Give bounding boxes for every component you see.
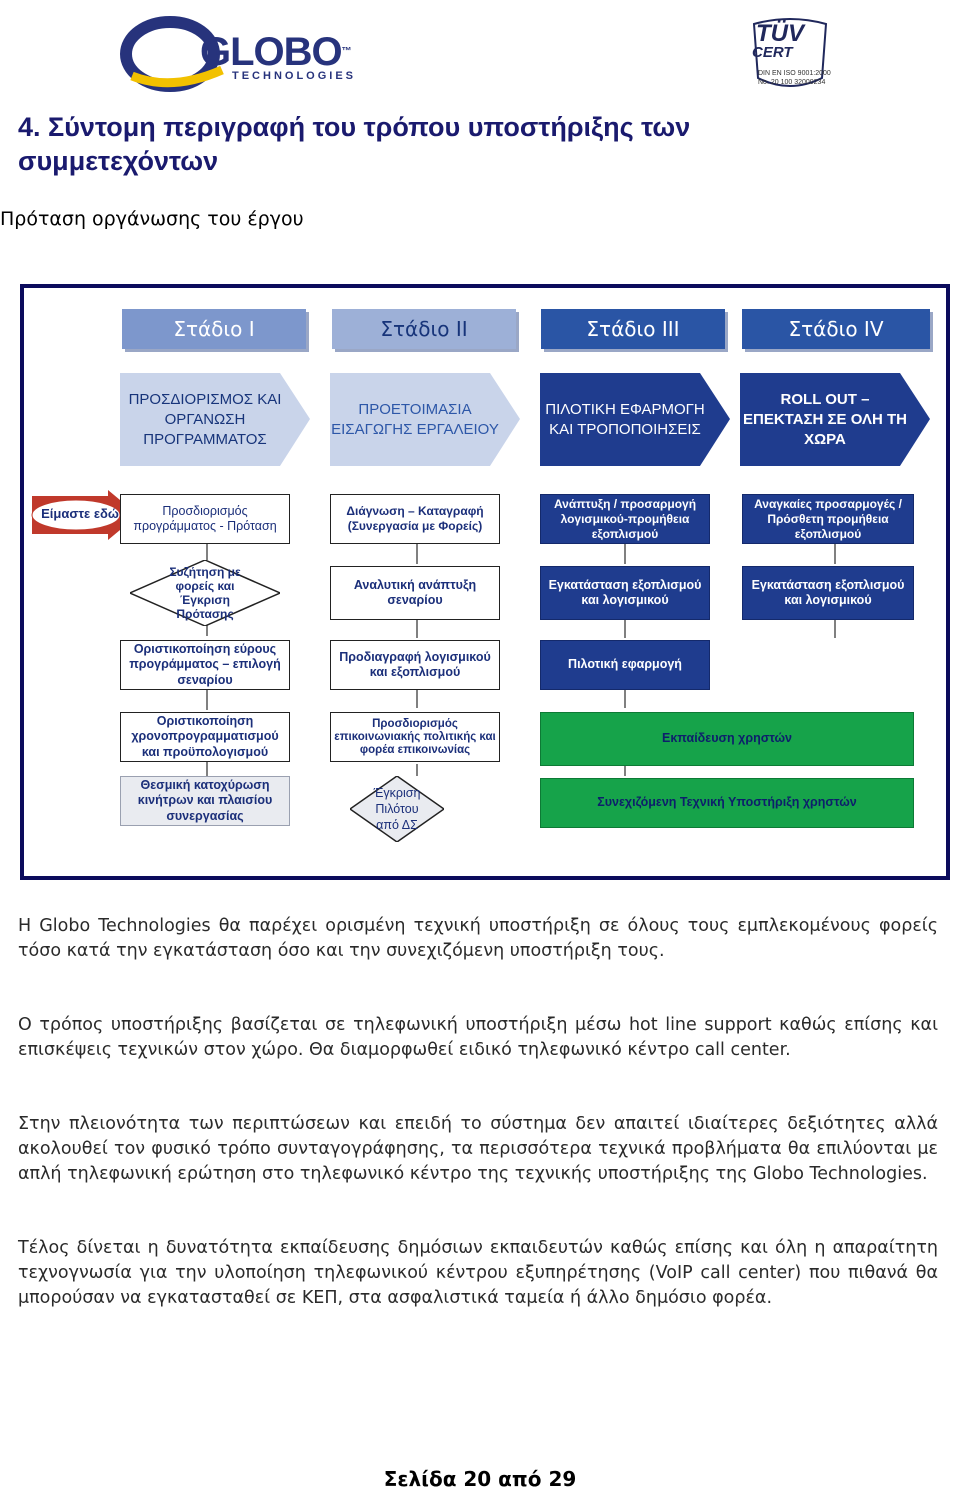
- logo-subtitle: TECHNOLOGIES: [232, 70, 357, 82]
- col4-step-1: Αναγκαίες προσαρμογές / Πρόσθετη προμήθε…: [742, 494, 914, 544]
- cert-name: CERT: [752, 44, 793, 61]
- stage-4: Στάδιο ΙV: [742, 309, 930, 349]
- logo-wordmark: GLOBO™: [200, 30, 352, 74]
- col2-step-3: Προδιαγραφή λογισμικού και εξοπλισμού: [330, 640, 500, 690]
- col2-diamond: [350, 776, 444, 842]
- stage-3: Στάδιο ΙΙΙ: [541, 309, 725, 349]
- stage-2: Στάδιο ΙΙ: [332, 309, 516, 349]
- col1-step-4: Οριστικοποίηση χρονοπρογραμματισμού και …: [120, 712, 290, 762]
- connector-lines: [206, 544, 836, 776]
- we-are-here-label: Είμαστε εδώ: [41, 506, 119, 521]
- page-number: Σελίδα 20 από 29: [383, 1467, 577, 1491]
- globo-logo: [120, 16, 224, 92]
- tuv-cert-seal: [752, 18, 828, 87]
- section-title: 4. Σύντομη περιγραφή του τρόπου υποστήρι…: [18, 112, 691, 176]
- col3-step-2: Εγκατάσταση εξοπλισμού και λογισμικού: [540, 566, 710, 620]
- col1-step-2: Συζήτηση με φορείς και Έγκριση Πρότασης: [169, 565, 241, 621]
- col3-step-1: Ανάπτυξη / προσαρμογή λογισμικού-προμήθε…: [540, 494, 710, 544]
- col2-step-1: Διάγνωση – Καταγραφή (Συνεργασία με Φορε…: [330, 494, 500, 544]
- paragraph-2: Ο τρόπος υποστήριξης βασίζεται σε τηλεφω…: [18, 1015, 938, 1060]
- cert-brand: TÜV: [756, 20, 804, 47]
- paragraph-3: Στην πλειονότητα των περιπτώσεων και επε…: [18, 1114, 938, 1184]
- we-are-here-marker: [31, 490, 138, 540]
- phase-2: ΠΡΟΕΤΟΙΜΑΣΙΑ ΕΙΣΑΓΩΓΗΣ ΕΡΓΑΛΕΙΟΥ: [330, 373, 520, 466]
- training-bar: Εκπαίδευση χρηστών: [540, 712, 914, 766]
- phase-4: ROLL OUT – ΕΠΕΚΤΑΣΗ ΣΕ ΟΛΗ ΤΗ ΧΩΡΑ: [740, 373, 930, 466]
- col1-step-3: Οριστικοποίηση εύρους προγράμματος – επι…: [120, 640, 290, 690]
- cert-number: No. 20 100 32000234: [758, 79, 826, 86]
- col1-diamond: [130, 560, 280, 626]
- diagram-frame: [20, 284, 950, 880]
- col2-step-5: Έγκριση Πιλότου από ΔΣ: [373, 786, 421, 832]
- phase-3: ΠΙΛΟΤΙΚΗ ΕΦΑΡΜΟΓΗ ΚΑΙ ΤΡΟΠΟΠΟΙΗΣΕΙΣ: [540, 373, 730, 466]
- col1-step-5: Θεσμική κατοχύρωση κινήτρων και πλαισίου…: [120, 776, 290, 826]
- stage-1: Στάδιο Ι: [122, 309, 306, 349]
- col1-step-1: Προσδιορισμός προγράμματος - Πρόταση: [120, 494, 290, 544]
- paragraph-1: Η Globo Technologies θα παρέχει ορισμένη…: [18, 916, 938, 961]
- col4-step-2: Εγκατάσταση εξοπλισμού και λογισμικού: [742, 566, 914, 620]
- support-bar: Συνεχιζόμενη Τεχνική Υποστήριξη χρηστών: [540, 778, 914, 828]
- col2-step-4: Προσδιορισμός επικοινωνιακής πολιτικής κ…: [330, 712, 500, 762]
- section-subtitle: Πρόταση οργάνωσης του έργου: [0, 208, 304, 230]
- phase-1: ΠΡΟΣΔΙΟΡΙΣΜΟΣ ΚΑΙ ΟΡΓΑΝΩΣΗ ΠΡΟΓΡΑΜΜΑΤΟΣ: [120, 373, 310, 466]
- col3-step-3: Πιλοτική εφαρμογή: [540, 640, 710, 690]
- paragraph-4: Τέλος δίνεται η δυνατότητα εκπαίδευσης δ…: [18, 1238, 938, 1308]
- cert-standard: DIN EN ISO 9001:2000: [758, 70, 831, 77]
- col2-step-2: Αναλυτική ανάπτυξη σεναρίου: [330, 566, 500, 620]
